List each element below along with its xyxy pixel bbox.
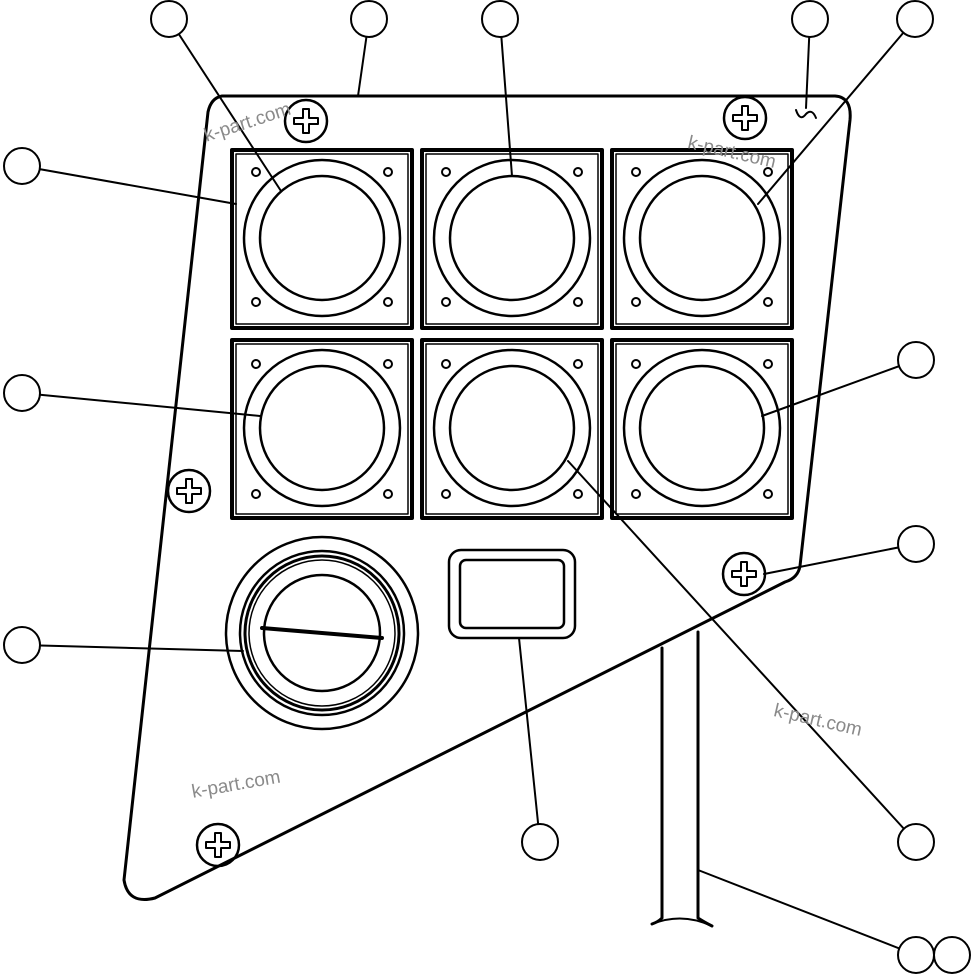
screw-top-right [722, 95, 768, 141]
callout-circle [481, 0, 519, 38]
screw-mid-left [166, 468, 212, 514]
screw-mid-right [721, 551, 767, 597]
switch-4 [230, 338, 414, 520]
callout-circle [897, 341, 935, 379]
callout-circle [3, 147, 41, 185]
callout-circle [3, 626, 41, 664]
hook-mark [795, 109, 817, 119]
callout-circle [150, 0, 188, 38]
callout-circle [896, 0, 934, 38]
switch-1 [230, 148, 414, 330]
callout-circle [897, 936, 935, 974]
callout-circle [350, 0, 388, 38]
indicator-lamp [447, 548, 577, 640]
switch-5 [420, 338, 604, 520]
cable-left [650, 646, 664, 926]
callout-circle [933, 936, 971, 974]
switch-2 [420, 148, 604, 330]
rotary-switch [224, 535, 420, 731]
callout-circle [3, 374, 41, 412]
cable-right [696, 630, 714, 928]
callout-circles [3, 0, 971, 974]
leader-lines [21, 18, 917, 956]
cable-cut [651, 917, 713, 927]
switch-6 [610, 338, 794, 520]
callout-circle [521, 823, 559, 861]
callout-circle [897, 823, 935, 861]
callout-circle [897, 525, 935, 563]
screw-bottom-left [195, 822, 241, 868]
panel-outline [122, 94, 852, 901]
callout-circle [791, 0, 829, 38]
screw-top-left [283, 98, 329, 144]
switch-3 [610, 148, 794, 330]
